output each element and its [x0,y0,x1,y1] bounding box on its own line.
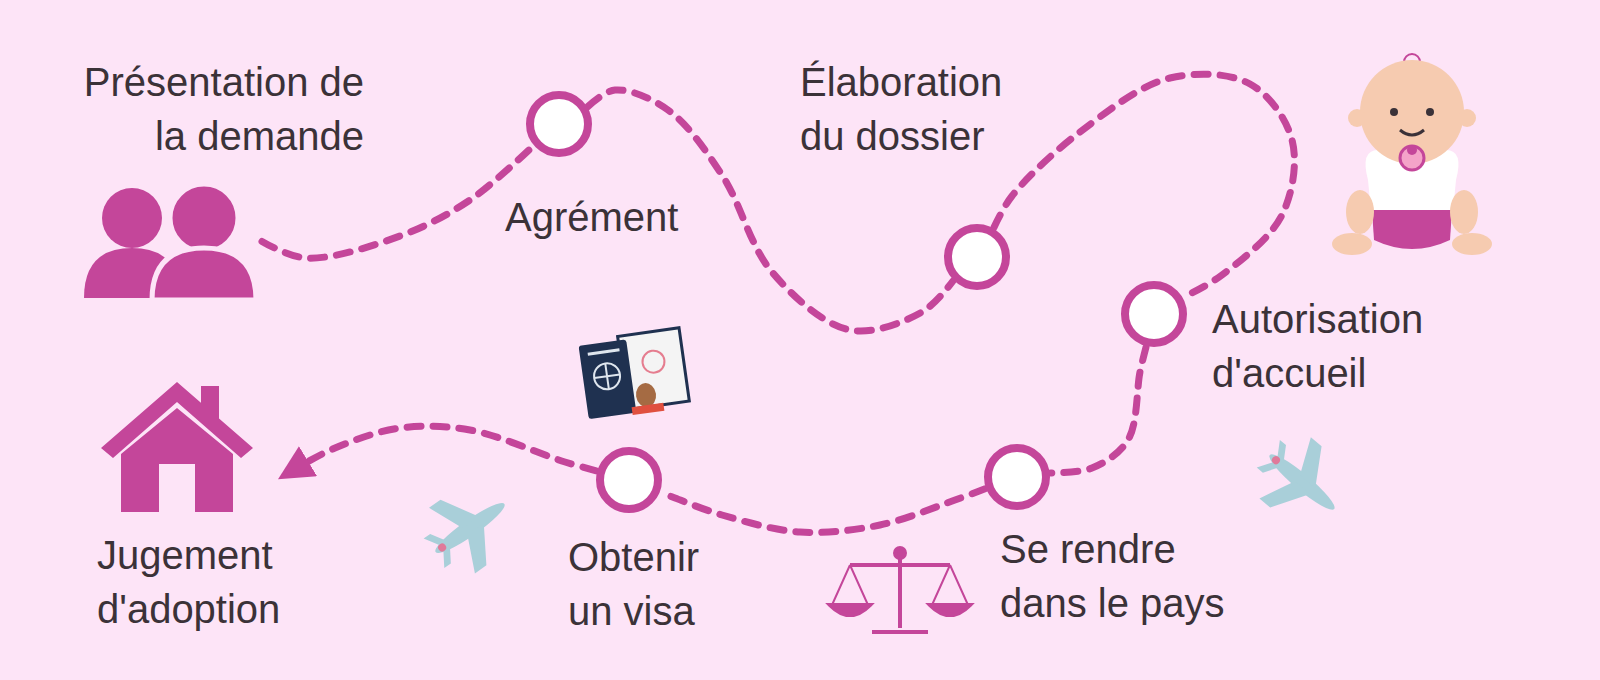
airplane-icon [1243,423,1360,540]
dashed-route [1051,347,1146,473]
passport-illustration [578,328,690,421]
step-label: Agrément [505,190,745,244]
milestone-circle: Se rendre dans le pays [983,443,1051,511]
step-label: Autorisation d'accueil [1212,292,1474,400]
circle-shape [595,446,663,514]
scales-illustration [830,548,970,632]
step-label: Obtenir un visa [568,530,743,638]
circle-shape [525,90,593,158]
step-label: Se rendre dans le pays [1000,522,1242,630]
house-shape [97,378,257,514]
milestone-circle: Obtenir un visa [595,446,663,514]
circle-shape [943,223,1011,291]
dashed-route [661,489,985,533]
milestone-circle: Élaboration du dossier [943,223,1011,291]
people-icon-step: Présentation de la demande [82,186,262,304]
dashed-route [262,146,533,258]
house-icon-step: Jugement d'adoption [97,378,257,514]
circle-shape [1120,280,1188,348]
step-label: Élaboration du dossier [800,55,1038,163]
dashed-route [290,426,596,472]
milestone-circle: Autorisation d'accueil [1120,280,1188,348]
people-shape [82,186,262,304]
step-label: Présentation de la demande [62,55,364,163]
dashed-route [994,74,1295,297]
step-label: Jugement d'adoption [97,528,322,636]
baby-illustration [1332,54,1492,255]
milestone-circle: Agrément [525,90,593,158]
circle-shape [983,443,1051,511]
airplane-icon [411,471,527,586]
